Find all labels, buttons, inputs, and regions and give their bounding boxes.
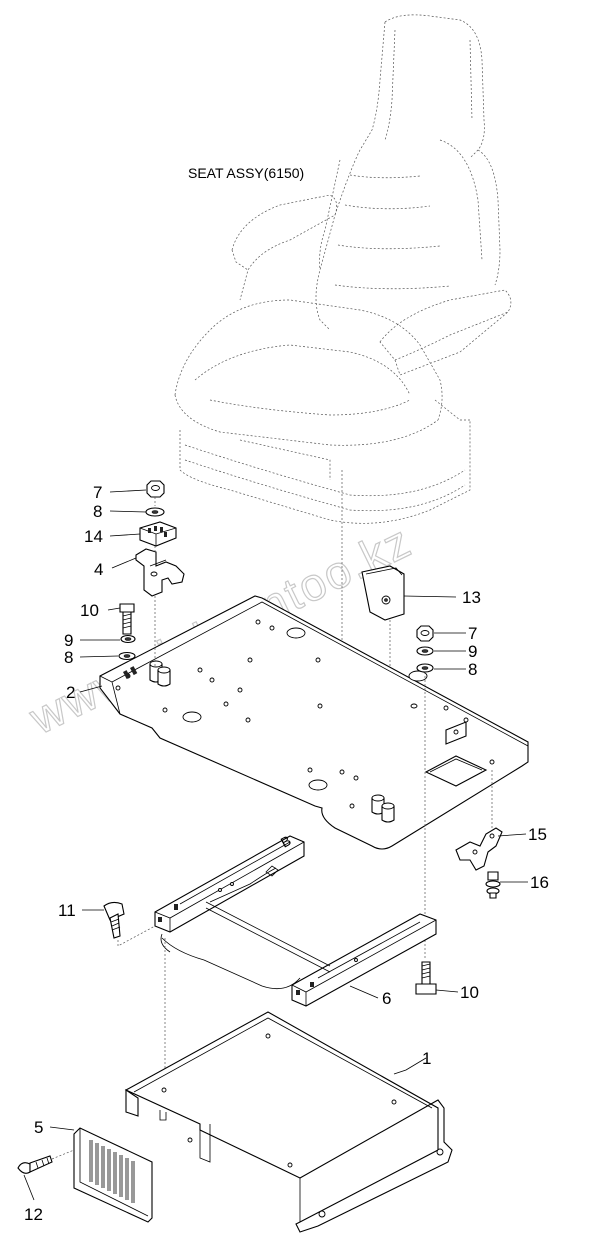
callout-7-top: 7 (93, 483, 102, 502)
callout-6: 6 (382, 989, 391, 1008)
callout-1: 1 (422, 1049, 431, 1068)
callout-16: 16 (530, 873, 549, 892)
part-6-seat-rails: B (154, 832, 437, 1090)
left-hardware-stack (118, 480, 185, 668)
callout-4: 4 (94, 560, 103, 579)
right-hardware-stack (416, 625, 434, 958)
part-15-bracket (455, 770, 503, 871)
callout-15: 15 (528, 825, 547, 844)
callout-leaders (23, 489, 528, 1201)
callout-12: 12 (24, 1205, 43, 1224)
diagram-title: SEAT ASSY(6150) (188, 165, 304, 181)
seat-assembly-outline (174, 14, 512, 772)
callout-8-left: 8 (64, 648, 73, 667)
part-1-base-cover (124, 1011, 453, 1233)
part-10-bolt-right (415, 961, 437, 995)
callout-10-right: 10 (460, 983, 479, 1002)
callout-14: 14 (84, 527, 103, 546)
part-13-bracket (361, 565, 405, 800)
part-2-base-plate (99, 595, 529, 850)
callout-2: 2 (66, 683, 75, 702)
callout-10-left: 10 (80, 601, 99, 620)
callout-numbers: 7 8 14 4 10 9 8 2 13 7 9 8 15 16 11 6 10… (24, 483, 549, 1224)
callout-5: 5 (34, 1118, 43, 1137)
part-12-screw (17, 1149, 75, 1174)
part-11-bolt (103, 901, 156, 947)
callout-9-right: 9 (468, 642, 477, 661)
callout-8-right: 8 (468, 660, 477, 679)
callout-11: 11 (58, 901, 76, 920)
callout-7-right: 7 (468, 624, 477, 643)
callout-9-left: 9 (64, 631, 73, 650)
callout-8-top: 8 (93, 502, 102, 521)
part-5-grille (73, 1127, 153, 1223)
callout-13: 13 (462, 588, 481, 607)
part-16-bolt (485, 871, 501, 899)
